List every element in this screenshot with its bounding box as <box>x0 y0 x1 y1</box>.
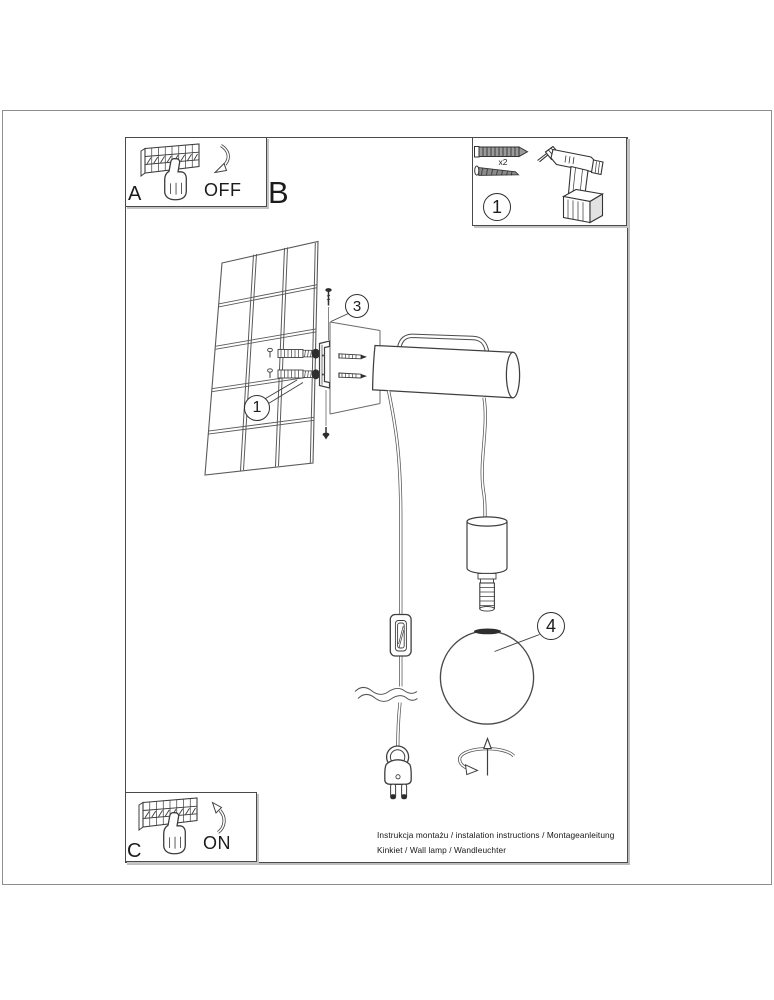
section-c-box <box>125 792 257 862</box>
section-a-label: A <box>128 183 142 205</box>
diagram-frame <box>125 137 628 863</box>
breaker-off-label: OFF <box>204 180 242 200</box>
section-c-label: C <box>127 840 142 862</box>
anchor-quantity-label: x2 <box>498 157 508 167</box>
callout-1-anchors: 1 <box>244 395 270 421</box>
section-b-label: B <box>268 175 289 210</box>
callout-3-bracket: 3 <box>345 294 369 318</box>
callout-4-bulb: 4 <box>537 612 565 640</box>
section-a-box <box>125 137 267 207</box>
footer-instructions-line: Instrukcja montażu / instalation instruc… <box>377 830 615 840</box>
breaker-on-label: ON <box>203 833 231 853</box>
page-border <box>2 110 772 885</box>
footer-product-line: Kinkiet / Wall lamp / Wandleuchter <box>377 845 507 855</box>
callout-1-kit: 1 <box>483 193 511 221</box>
